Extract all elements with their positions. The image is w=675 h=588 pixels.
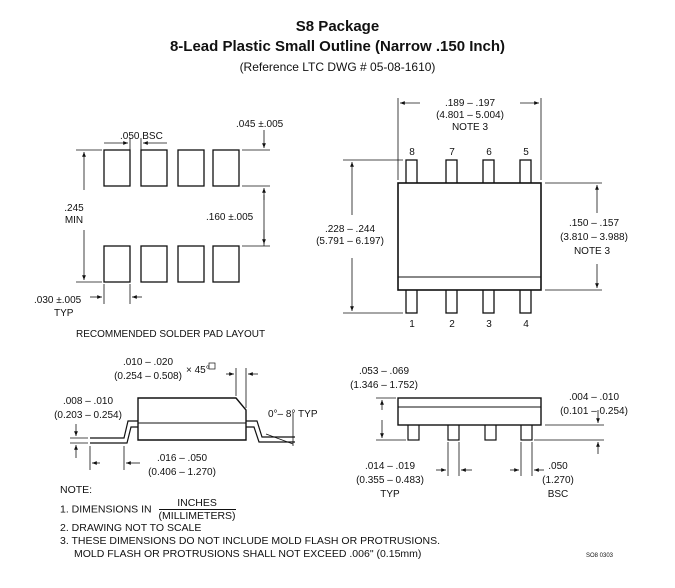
units-fraction: INCHES (MILLIMETERS)	[158, 497, 236, 522]
note-1-prefix: 1. DIMENSIONS IN	[60, 503, 152, 516]
lead-pitch-bsc-label: BSC	[548, 489, 569, 500]
lead-pitch-inch-label: .050	[548, 461, 568, 472]
front-view-package	[397, 397, 542, 441]
pin-number: 7	[449, 147, 455, 158]
units-inches: INCHES	[158, 497, 236, 510]
reference-drawing: (Reference LTC DWG # 05-08-1610)	[239, 60, 436, 74]
body-mm-label: (3.810 – 3.988)	[560, 232, 628, 243]
foot-length-inch-label: .016 – .050	[157, 453, 207, 464]
solder-pad	[177, 245, 205, 283]
solder-pad	[212, 245, 240, 283]
length-mm-label: (4.801 – 5.004)	[436, 110, 504, 121]
body-note-label: NOTE 3	[574, 246, 611, 257]
lead-width-typ-label: TYP	[380, 489, 400, 500]
chamfer-mm-label: (0.254 – 0.508)	[114, 371, 182, 382]
length-note-label: NOTE 3	[452, 122, 489, 133]
package-subtitle: 8-Lead Plastic Small Outline (Narrow .15…	[169, 38, 506, 55]
pad-height-label: .045 ±.005	[236, 119, 284, 130]
body-inch-label: .150 – .157	[569, 218, 619, 229]
pin-number: 4	[523, 319, 529, 330]
drawing-id: SO8 0303	[586, 553, 614, 559]
pad-pitch-label: .050 BSC	[120, 131, 163, 142]
note-1: 1. DIMENSIONS IN INCHES (MILLIMETERS)	[60, 497, 440, 522]
pad-span-min-label: MIN	[65, 215, 83, 226]
lead-pitch-mm-label: (1.270)	[542, 475, 574, 486]
lead-width-mm-label: (0.355 – 0.483)	[356, 475, 424, 486]
solder-pad	[103, 245, 131, 283]
solder-pad-layout	[103, 149, 240, 283]
standoff-mm-label: (0.101 – 0.254)	[560, 406, 628, 417]
solder-pad	[140, 245, 168, 283]
pad-row-gap-label: .160 ±.005	[206, 212, 254, 223]
notes-block: NOTE: 1. DIMENSIONS IN INCHES (MILLIMETE…	[60, 484, 440, 561]
width-inch-label: .228 – .244	[325, 224, 375, 235]
pin-number: 1	[409, 319, 415, 330]
solder-pad-caption: RECOMMENDED SOLDER PAD LAYOUT	[76, 329, 265, 340]
pin-number: 3	[486, 319, 492, 330]
chamfer-angle-label: × 45°	[186, 365, 210, 376]
solder-pad	[177, 149, 205, 187]
note-3-continued: MOLD FLASH OR PROTRUSIONS SHALL NOT EXCE…	[74, 548, 422, 560]
pin-number: 2	[449, 319, 455, 330]
notes-heading: NOTE:	[60, 484, 93, 496]
pin-number: 5	[523, 147, 529, 158]
solder-pad	[140, 149, 168, 187]
side-view-package	[90, 397, 295, 444]
solder-pad	[103, 149, 131, 187]
lead-width-inch-label: .014 – .019	[365, 461, 415, 472]
chamfer-inch-label: .010 – .020	[123, 357, 173, 368]
units-millimeters: (MILLIMETERS)	[158, 510, 236, 522]
solder-pad-dimension-lines	[76, 130, 270, 304]
top-view-package	[397, 159, 542, 314]
length-inch-label: .189 – .197	[445, 98, 495, 109]
pad-width-label: .030 ±.005	[34, 295, 82, 306]
width-mm-label: (5.791 – 6.197)	[316, 236, 384, 247]
foot-length-mm-label: (0.406 – 1.270)	[148, 467, 216, 478]
top-view-pin-numbers: 8 7 6 5 1 2 3 4	[409, 147, 529, 330]
standoff-inch-label: .004 – .010	[569, 392, 619, 403]
lead-thickness-inch-label: .008 – .010	[63, 396, 113, 407]
pad-span-label: .245	[64, 203, 84, 214]
lead-angle-label: 0°– 8° TYP	[268, 409, 318, 420]
note-2: 2. DRAWING NOT TO SCALE	[60, 522, 202, 534]
note-3: 3. THESE DIMENSIONS DO NOT INCLUDE MOLD …	[60, 535, 441, 547]
height-inch-label: .053 – .069	[359, 366, 409, 377]
lead-thickness-mm-label: (0.203 – 0.254)	[54, 410, 122, 421]
package-title: S8 Package	[295, 18, 380, 35]
front-view-dimension-lines	[376, 397, 604, 476]
pin-number: 8	[409, 147, 415, 158]
pin-number: 6	[486, 147, 492, 158]
height-mm-label: (1.346 – 1.752)	[350, 380, 418, 391]
solder-pad	[212, 149, 240, 187]
pad-width-typ-label: TYP	[54, 308, 74, 319]
top-view-dimension-lines	[343, 98, 602, 314]
side-view-dimension-lines	[70, 362, 294, 470]
